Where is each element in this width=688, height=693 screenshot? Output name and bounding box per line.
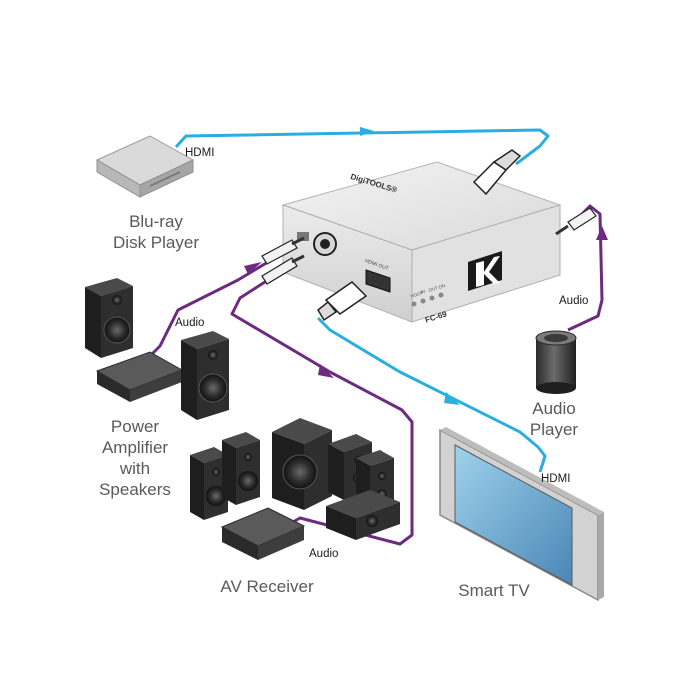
hdmi-connector-input	[472, 149, 522, 196]
hdmi-output-tag: HDMI	[541, 473, 571, 485]
bluray-label-line-2: Disk Player	[113, 233, 199, 252]
power-amp-label-line-3: with	[119, 459, 151, 478]
power-amplifier-speakers-icon	[85, 278, 229, 420]
audio-plug-player	[555, 207, 597, 236]
arrow-audio-player	[596, 226, 608, 240]
arrow-hdmi-in	[360, 127, 374, 136]
arrow-audio-receiver	[318, 364, 334, 378]
audio-player-tag: Audio	[559, 295, 589, 307]
audio-receiver-tag: Audio	[309, 548, 339, 560]
bluray-label: Blu-ray Disk Player	[96, 211, 216, 253]
audio-plug-receiver	[261, 254, 305, 285]
smart-tv-icon	[439, 427, 604, 602]
arrow-hdmi-out	[444, 392, 460, 405]
power-amp-label-line-1: Power	[110, 417, 160, 436]
audio-player-label: Audio Player	[514, 398, 594, 440]
audio-player-icon	[535, 330, 577, 394]
smart-tv-label: Smart TV	[458, 581, 530, 600]
power-amp-label-line-2: Amplifier	[101, 438, 169, 457]
av-receiver-label: AV Receiver	[220, 577, 314, 596]
hdmi-connector-output	[317, 281, 368, 322]
av-receiver-speakers-icon	[190, 418, 400, 560]
audio-player-label-line-1: Audio	[532, 399, 576, 418]
converter-device	[281, 161, 562, 323]
arrow-audio-amp	[244, 262, 262, 274]
audio-amp-tag: Audio	[175, 317, 205, 329]
power-amp-label: Power Amplifier with Speakers	[80, 416, 190, 500]
hdmi-input-cable	[174, 128, 550, 166]
audio-player-cable	[567, 204, 604, 332]
hdmi-input-tag: HDMI	[185, 147, 215, 159]
audio-plug-amp	[261, 236, 305, 265]
hdmi-output-cable	[316, 316, 547, 473]
audio-player-label-line-2: Player	[529, 420, 579, 439]
bluray-player-icon	[95, 135, 195, 198]
bluray-label-line-1: Blu-ray	[129, 212, 183, 231]
kramer-logo-icon	[468, 251, 502, 291]
power-amp-label-line-4: Speakers	[99, 480, 171, 499]
